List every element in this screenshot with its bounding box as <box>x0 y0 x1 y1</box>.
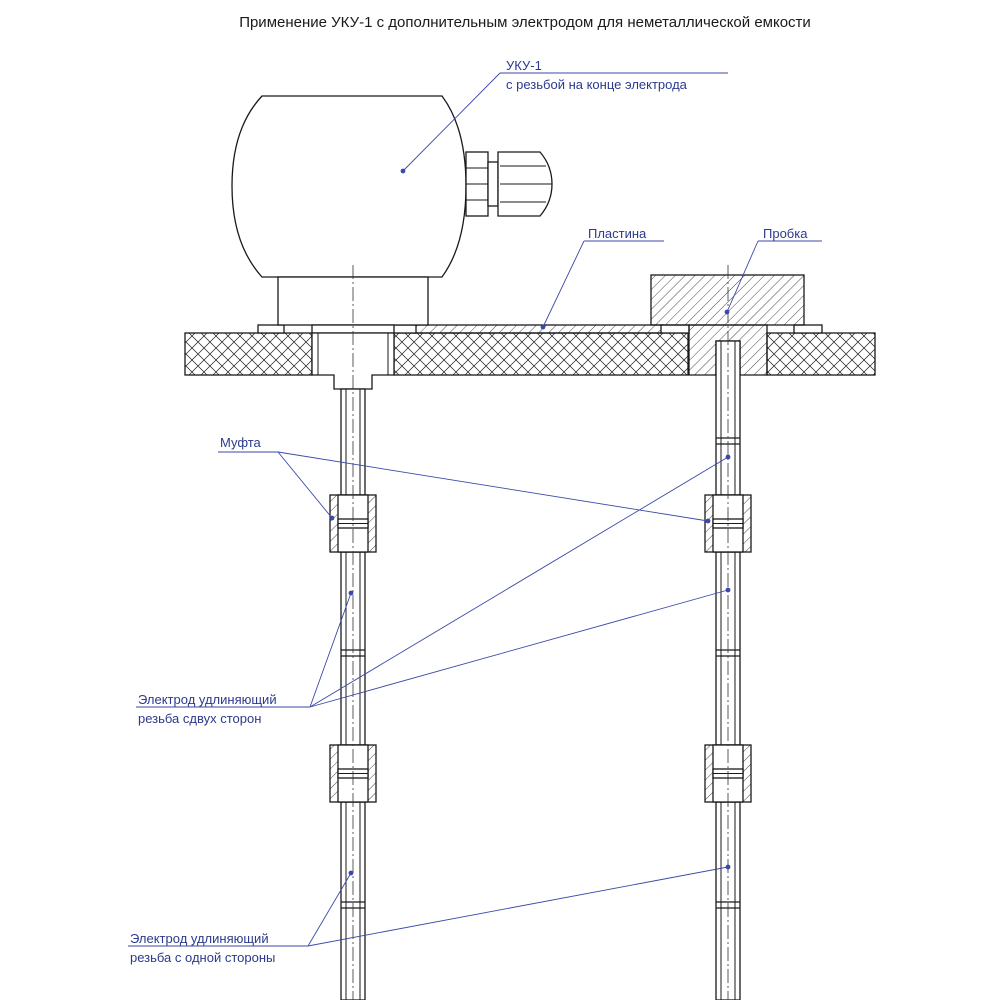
plate <box>257 324 823 334</box>
label-extension-one-line1: Электрод удлиняющий <box>130 931 269 946</box>
label-uku-1: УКУ-1 <box>506 58 542 73</box>
label-coupling: Муфта <box>220 435 262 450</box>
tank-lid <box>184 332 876 376</box>
label-plug: Пробка <box>763 226 808 241</box>
label-plate: Пластина <box>588 226 647 241</box>
label-uku-1-subtitle: с резьбой на конце электрода <box>506 77 688 92</box>
center-axes <box>352 265 729 1000</box>
label-extension-both-line1: Электрод удлиняющий <box>138 692 277 707</box>
label-extension-both-line2: резьба сдвух сторон <box>138 711 261 726</box>
label-extension-one-line2: резьба с одной стороны <box>130 950 275 965</box>
plug <box>650 274 805 376</box>
leader-dots <box>329 168 731 876</box>
diagram-title: Применение УКУ-1 с дополнительным электр… <box>239 14 811 31</box>
leader-lines <box>128 72 822 947</box>
